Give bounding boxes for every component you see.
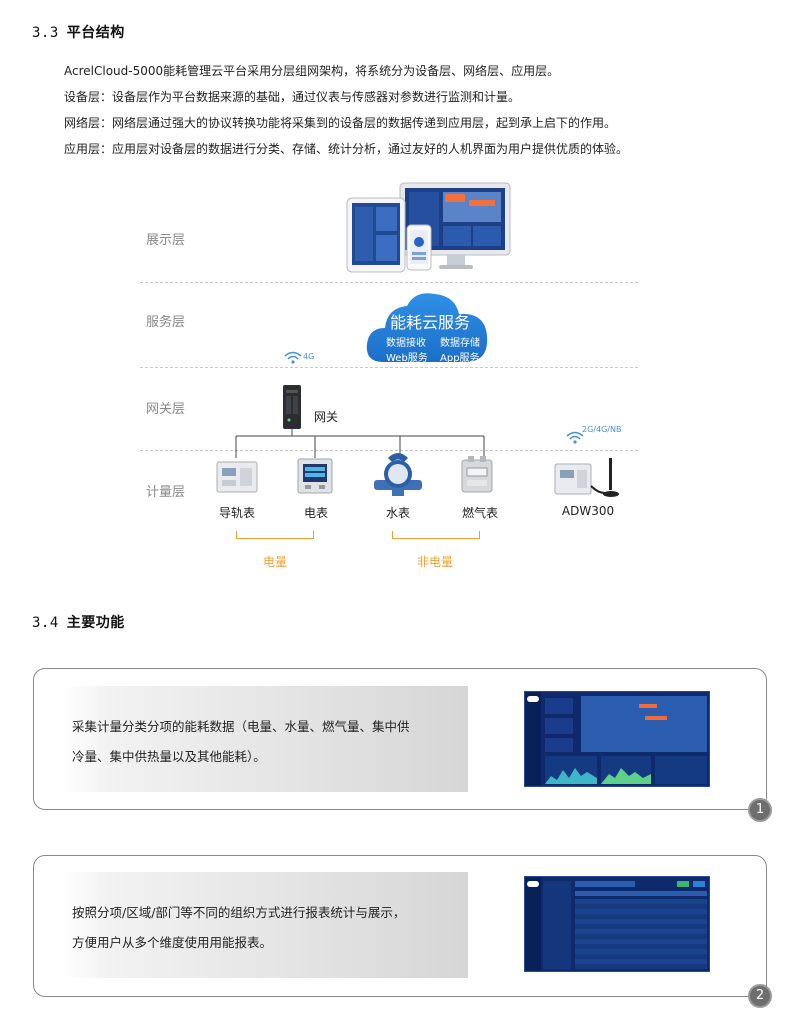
device-label-rail-meter: 导轨表 [218, 506, 255, 520]
feature-text-line: 按照分项/区域/部门等不同的组织方式进行报表统计与展示， [72, 905, 406, 920]
application-layer-paragraph: 应用层：应用层对设备层的数据进行分类、存储、统计分析，通过友好的人机界面为用户提… [64, 142, 629, 156]
adw300-device-icon [554, 458, 619, 497]
feature-text-line: 冷量、集中供热量以及其他能耗）。 [72, 749, 266, 764]
device-label-water-meter: 水表 [385, 506, 410, 520]
cloud-title: 能耗云服务 [389, 313, 470, 332]
group-label-electric: 电量 [262, 555, 287, 569]
intro-paragraph: AcrelCloud-5000能耗管理云平台采用分层组网架构，将系统分为设备层、… [64, 64, 560, 78]
dashboard-screenshot [524, 691, 710, 787]
cloud-item: App服务 [440, 353, 480, 364]
device-label-electric-meter: 电表 [303, 506, 328, 520]
network-layer-paragraph: 网络层：网络层通过强大的协议转换功能将采集到的设备层的数据传递到应用层，起到承上… [64, 116, 617, 130]
device-label-adw300: ADW300 [561, 504, 615, 518]
cloud-item: 数据存储 [440, 338, 480, 349]
wifi-signal-icon [566, 431, 584, 444]
layer-label-display: 展示层 [146, 233, 186, 248]
gateway-label: 网关 [314, 410, 339, 424]
report-screenshot [524, 876, 710, 972]
rail-meter-icon [216, 461, 258, 493]
electric-meter-icon [297, 458, 333, 494]
cloud-item: 数据接收 [386, 338, 426, 349]
device-label-gas-meter: 燃气表 [461, 506, 498, 520]
wifi-signal-icon [284, 351, 302, 364]
layer-divider [140, 367, 638, 368]
adw-signal-label: 2G/4G/NB [582, 425, 622, 434]
electric-group-bracket [236, 531, 314, 539]
feature-text-panel [60, 686, 468, 792]
group-label-non-electric: 非电量 [416, 555, 453, 569]
non-electric-group-bracket [392, 531, 480, 539]
cloud-icon [366, 293, 488, 362]
feature-number-badge: 1 [748, 798, 772, 822]
gateway-signal-label: 4G [303, 352, 315, 361]
device-layer-paragraph: 设备层：设备层作为平台数据来源的基础，通过仪表与传感器对参数进行监测和计量。 [64, 90, 521, 104]
layer-label-gateway: 网关层 [146, 402, 186, 417]
display-devices-illustration [346, 182, 511, 273]
gas-meter-icon [461, 456, 493, 493]
feature-number-badge: 2 [748, 984, 772, 1008]
gateway-device-icon [283, 385, 301, 429]
feature-text-line: 方便用户从多个维度使用用能报表。 [72, 935, 273, 950]
layer-label-service: 服务层 [146, 315, 186, 330]
layer-divider [140, 450, 638, 451]
layer-label-metering: 计量层 [146, 485, 186, 500]
cloud-item: Web服务 [386, 353, 428, 364]
feature-text-line: 采集计量分类分项的能耗数据（电量、水量、燃气量、集中供 [72, 719, 410, 734]
layer-divider [140, 282, 638, 283]
feature-text-panel [60, 872, 468, 978]
water-meter-icon [374, 453, 422, 496]
